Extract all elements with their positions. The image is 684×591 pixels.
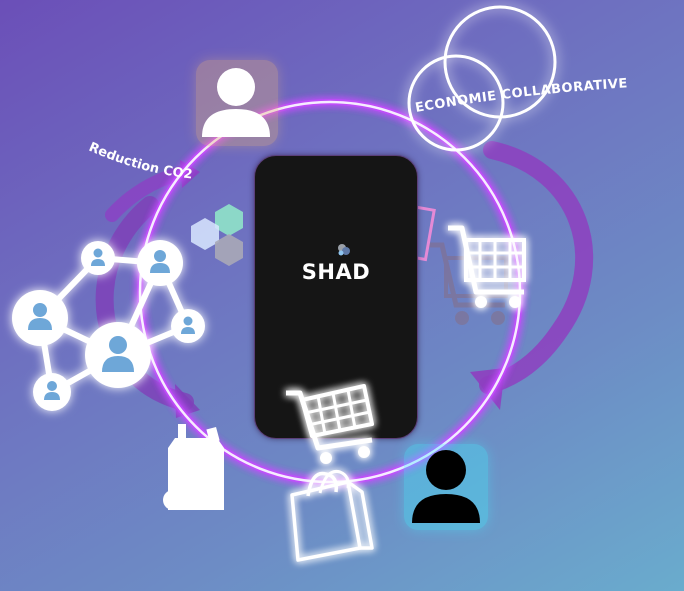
shopping-bag-icon: [290, 469, 374, 562]
shopping-cart-icon: [448, 225, 526, 308]
user-icon: [404, 444, 488, 530]
shopping-cart-icon: [286, 384, 374, 464]
venn-circles-icon: [407, 5, 557, 152]
app-name: SHAD: [301, 260, 371, 284]
app-logo-icon: [338, 244, 350, 256]
grocery-bag-icon: [163, 424, 224, 510]
social-network-icon: [12, 240, 205, 411]
user-icon: [196, 60, 278, 146]
hexagon-cluster-icon: [191, 204, 243, 266]
